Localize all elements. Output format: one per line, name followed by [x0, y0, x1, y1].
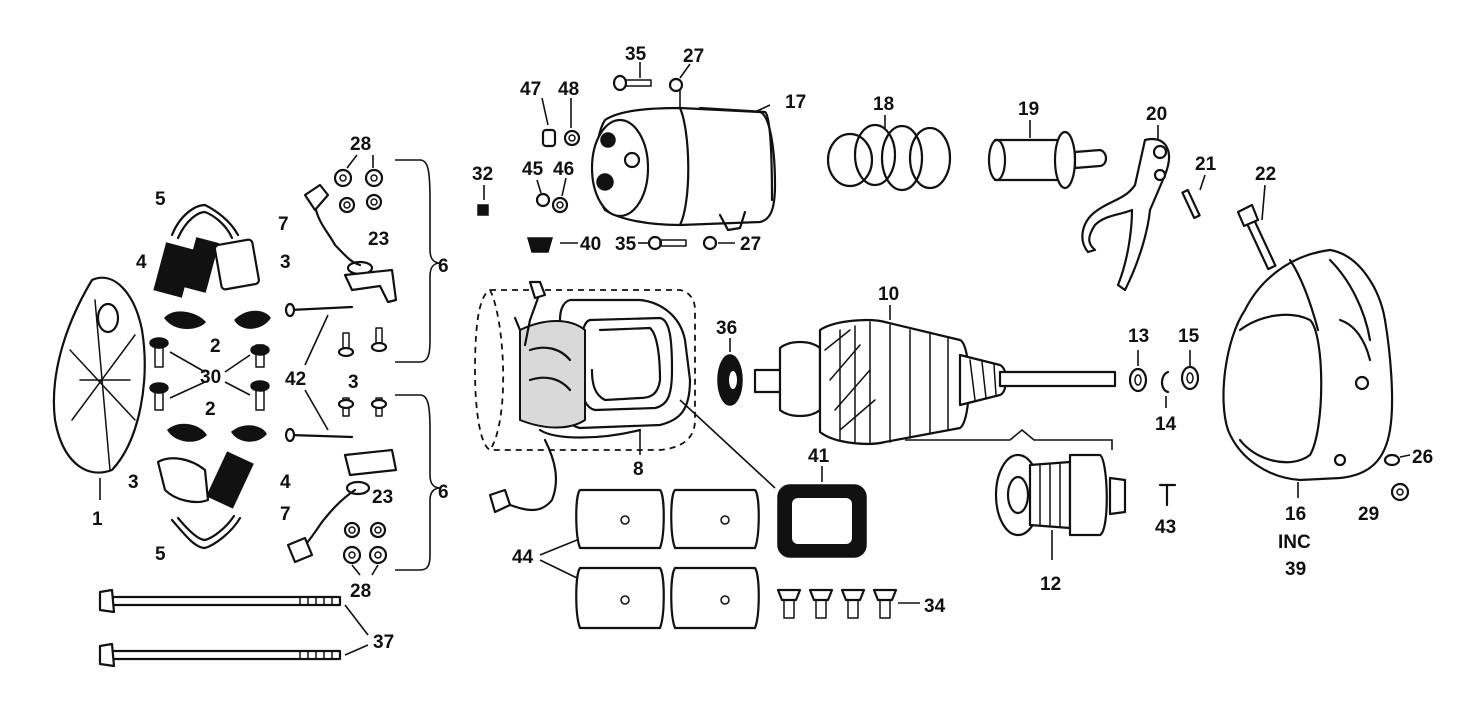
label-7-upper: 7 [278, 214, 289, 235]
label-6-upper: 6 [438, 256, 449, 277]
label-16-inc: INC [1278, 532, 1311, 553]
label-4-upper: 4 [136, 252, 147, 273]
label-4-lower: 4 [280, 472, 291, 493]
label-5-lower: 5 [155, 544, 166, 565]
plug-40 [527, 237, 578, 253]
label-18: 18 [873, 94, 894, 115]
label-2-upper: 2 [210, 336, 221, 357]
nut-29 [1390, 482, 1410, 502]
label-43: 43 [1155, 517, 1176, 538]
end-cap [52, 276, 146, 500]
label-35-top: 35 [625, 44, 647, 65]
label-3-left: 3 [128, 472, 139, 493]
label-3-center: 3 [348, 372, 359, 393]
label-6-lower: 6 [438, 482, 449, 503]
label-41: 41 [808, 446, 830, 467]
label-15: 15 [1178, 326, 1200, 347]
gasket-41 [777, 466, 867, 558]
label-22: 22 [1255, 164, 1276, 185]
pin-21 [1181, 174, 1206, 220]
ring-43 [1158, 483, 1177, 507]
label-1: 1 [92, 509, 103, 530]
label-10: 10 [878, 284, 899, 305]
brush-lead-lower [286, 448, 398, 564]
spring-18 [826, 115, 952, 192]
terminal-screws [337, 327, 388, 417]
label-36: 36 [716, 318, 737, 339]
drive-housing-16 [1222, 248, 1394, 498]
field-frame-8 [474, 280, 776, 514]
label-5-upper: 5 [155, 189, 166, 210]
brush-lead-upper [303, 183, 398, 304]
nuts-washers-upper [333, 154, 384, 214]
label-3-right: 3 [280, 252, 291, 273]
label-44: 44 [512, 547, 534, 568]
through-bolts-37 [98, 588, 369, 668]
label-21: 21 [1195, 154, 1217, 175]
label-20: 20 [1146, 104, 1167, 125]
nuts-washers-lower [342, 521, 388, 576]
label-28-upper: 28 [350, 134, 371, 155]
label-30: 30 [200, 367, 221, 388]
label-16: 16 [1285, 504, 1306, 525]
shift-lever-20 [1081, 125, 1170, 292]
label-26: 26 [1412, 447, 1433, 468]
bracket-6-upper [395, 159, 441, 363]
label-7-lower: 7 [280, 504, 291, 525]
label-28-lower: 28 [350, 581, 371, 602]
label-27-top: 27 [683, 46, 704, 67]
bracket-6-lower [395, 394, 441, 571]
callout-labels: 1 2 2 3 3 3 4 4 5 5 6 6 7 7 8 10 12 13 1… [92, 44, 1433, 653]
label-23-lower: 23 [372, 487, 393, 508]
label-46: 46 [553, 159, 574, 180]
label-37: 37 [373, 632, 394, 653]
label-32: 32 [472, 164, 493, 185]
label-29: 29 [1358, 504, 1379, 525]
screw-35-washer-27 [638, 235, 735, 251]
label-14: 14 [1155, 414, 1177, 435]
brush-holder-group [149, 203, 271, 550]
label-19: 19 [1018, 99, 1039, 120]
bolt-22 [1236, 184, 1277, 271]
solenoid-17 [590, 90, 777, 232]
washer-26 [1383, 453, 1411, 467]
plunger-19 [987, 120, 1108, 190]
label-47: 47 [520, 79, 541, 100]
label-13: 13 [1128, 326, 1149, 347]
collar-15 [1180, 350, 1200, 391]
label-23-upper: 23 [368, 229, 389, 250]
label-45: 45 [522, 159, 544, 180]
label-16-39: 39 [1285, 559, 1306, 580]
armature-10 [753, 305, 1117, 445]
armature-drive-bracket [905, 428, 1113, 450]
label-35-mid: 35 [615, 234, 637, 255]
label-34: 34 [924, 596, 946, 617]
label-42: 42 [285, 369, 306, 390]
washer-36 [717, 338, 743, 406]
label-12: 12 [1040, 574, 1061, 595]
retainer-14 [1160, 370, 1170, 408]
pole-shoes-44 [539, 488, 760, 630]
pin-set-42 [284, 302, 354, 443]
drive-assembly-12 [994, 453, 1127, 560]
spacer-13 [1128, 350, 1148, 393]
solenoid-hardware [477, 62, 691, 216]
screw-set-30 [149, 337, 270, 411]
pole-screws-34 [776, 588, 920, 619]
label-40: 40 [580, 234, 601, 255]
label-48: 48 [558, 79, 579, 100]
label-17: 17 [785, 92, 806, 113]
label-27-mid: 27 [740, 234, 761, 255]
label-8: 8 [633, 459, 644, 480]
label-2-lower: 2 [205, 399, 216, 420]
